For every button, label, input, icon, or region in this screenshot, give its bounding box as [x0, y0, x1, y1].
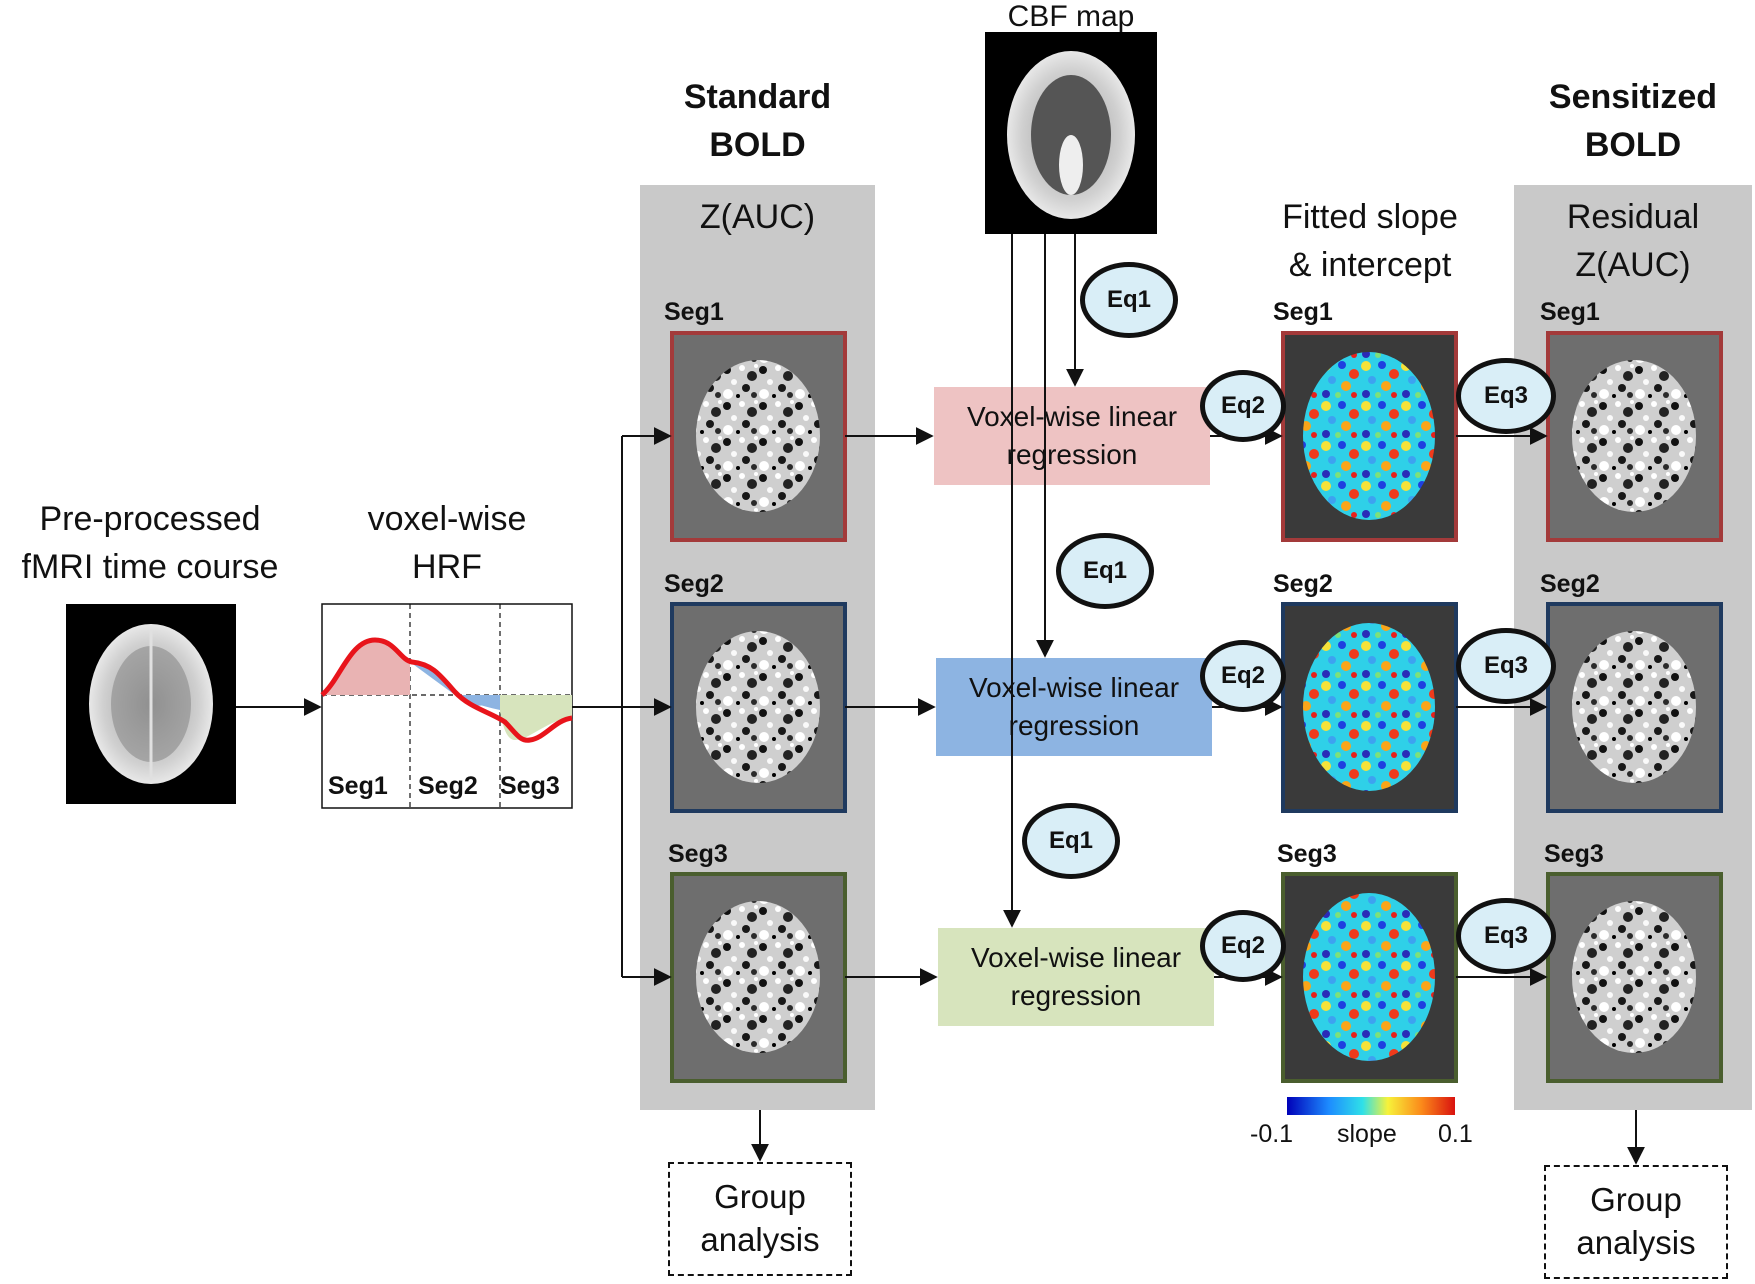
regression-seg1-line2: regression [1006, 439, 1138, 470]
fitted-seg2-label: Seg2 [1273, 570, 1333, 598]
standard-group-line1: Group [714, 1178, 806, 1216]
regression-box-seg3 [938, 928, 1214, 1026]
sensitized-group-line1: Group [1590, 1181, 1682, 1219]
standard-seg2-label: Seg2 [664, 570, 724, 598]
cbf-map-image [985, 32, 1157, 234]
input-title-line1: Pre-processed [39, 500, 261, 538]
eq3-badge-3: Eq3 [1456, 898, 1556, 974]
eq2-badge-1: Eq2 [1200, 370, 1286, 442]
hrf-seg3-label: Seg3 [500, 772, 560, 800]
fitted-seg2-image [1281, 602, 1458, 813]
regression-box-seg2 [936, 658, 1212, 756]
sensitized-header-line1: Sensitized [1548, 78, 1718, 116]
hrf-seg3-area [500, 695, 572, 740]
hrf-seg2-area [410, 662, 500, 706]
eq2-badge-3: Eq2 [1200, 910, 1286, 982]
fitted-seg1-label: Seg1 [1273, 298, 1333, 326]
standard-header-line2: BOLD [709, 126, 806, 164]
hrf-curve [320, 637, 573, 743]
regression-seg2-label: Voxel-wise linear regression [936, 658, 1212, 756]
eq1-badge-2: Eq1 [1056, 533, 1154, 609]
sensitized-seg3-image [1546, 872, 1723, 1083]
sensitized-group-line2: analysis [1576, 1224, 1696, 1261]
standard-panel-label: Z(AUC) [699, 198, 816, 236]
sensitized-seg1-label: Seg1 [1540, 298, 1600, 326]
hrf-seg1-label: Seg1 [328, 772, 388, 800]
sensitized-seg1-image [1546, 331, 1723, 542]
standard-group-analysis-box: Group analysis [668, 1162, 852, 1276]
eq3-badge-1: Eq3 [1456, 358, 1556, 434]
eq1-badge-3: Eq1 [1022, 803, 1120, 879]
sensitized-panel-line2: Z(AUC) [1575, 246, 1691, 284]
colorbar-mid-label: slope [1337, 1120, 1397, 1148]
hrf-title-line2: HRF [412, 548, 482, 586]
hrf-seg2-label: Seg2 [418, 772, 478, 800]
standard-seg3-label: Seg3 [668, 840, 728, 868]
regression-seg2-line1: Voxel-wise linear [968, 672, 1180, 704]
fitted-seg1-image [1281, 331, 1458, 542]
regression-box-seg1 [934, 387, 1210, 485]
fitted-seg3-label: Seg3 [1277, 840, 1337, 868]
standard-seg3-image [670, 872, 847, 1083]
colorbar-max-label: 0.1 [1438, 1120, 1473, 1148]
regression-seg1-label: Voxel-wise linear regression [934, 387, 1210, 485]
fmri-input-image [66, 604, 236, 804]
eq2-badge-2: Eq2 [1200, 640, 1286, 712]
input-title-line2: fMRI time course [21, 548, 279, 586]
regression-seg3-line2: regression [1010, 980, 1142, 1011]
regression-seg3-label: Voxel-wise linear regression [938, 928, 1214, 1026]
regression-seg2-line2: regression [1008, 710, 1140, 741]
hrf-plot [320, 603, 573, 809]
sensitized-panel-line1: Residual [1566, 198, 1700, 236]
standard-seg1-image [670, 331, 847, 542]
sensitized-seg2-label: Seg2 [1540, 570, 1600, 598]
regression-seg1-line1: Voxel-wise linear [966, 401, 1178, 433]
slope-colorbar [1287, 1097, 1455, 1115]
regression-seg3-line1: Voxel-wise linear [970, 942, 1182, 974]
connectors [236, 234, 1645, 1165]
standard-group-line2: analysis [700, 1221, 820, 1258]
fitted-seg3-image [1281, 872, 1458, 1083]
hrf-seg1-area [322, 640, 410, 695]
sensitized-seg3-label: Seg3 [1544, 840, 1604, 868]
hrf-title-line1: voxel-wise [367, 500, 527, 538]
sensitized-header-line2: BOLD [1584, 126, 1682, 164]
standard-seg2-image [670, 602, 847, 813]
fitted-title-line2: & intercept [1288, 246, 1452, 284]
fitted-title-line1: Fitted slope [1282, 198, 1458, 236]
cbf-map-label: CBF map [1007, 0, 1135, 33]
eq1-badge-1: Eq1 [1080, 262, 1178, 338]
sensitized-seg2-image [1546, 602, 1723, 813]
sensitized-group-analysis-box: Group analysis [1544, 1165, 1728, 1279]
eq3-badge-2: Eq3 [1456, 628, 1556, 704]
standard-seg1-label: Seg1 [664, 298, 724, 326]
colorbar-min-label: -0.1 [1250, 1120, 1294, 1148]
standard-header-line1: Standard [683, 78, 832, 116]
